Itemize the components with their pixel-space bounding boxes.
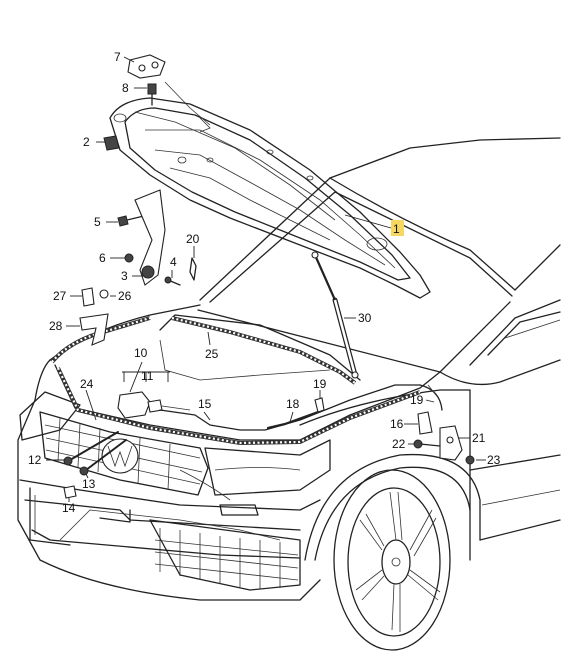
callout-5: 5 <box>94 215 101 229</box>
callout-15: 15 <box>198 397 212 411</box>
hinge-assembly <box>103 54 197 286</box>
callout-21: 21 <box>472 431 486 445</box>
callout-1: 1 <box>393 222 400 236</box>
callout-22: 22 <box>392 437 406 451</box>
callout-26: 26 <box>118 289 132 303</box>
callout-8: 8 <box>122 81 129 95</box>
hood-panel <box>109 81 431 299</box>
callout-28: 28 <box>49 319 63 333</box>
callout-16: 16 <box>390 417 404 431</box>
latch-and-cable <box>63 287 475 499</box>
callout-18: 18 <box>286 397 300 411</box>
callout-19: 19 <box>313 377 327 391</box>
callout-30: 30 <box>358 311 372 325</box>
callout-1-highlight <box>391 220 404 236</box>
callout-12: 12 <box>28 453 42 467</box>
callout-11: 11 <box>141 369 154 383</box>
seal-strips <box>50 316 421 446</box>
callout-10: 10 <box>134 346 148 360</box>
callout-20: 20 <box>186 232 200 246</box>
callout-13: 13 <box>82 477 96 491</box>
car-body <box>17 137 561 651</box>
callout-14: 14 <box>62 501 76 515</box>
callout-7: 7 <box>114 50 121 64</box>
callout-23: 23 <box>487 453 501 467</box>
callout-3: 3 <box>121 269 128 283</box>
callout-4: 4 <box>170 255 177 269</box>
callout-2: 2 <box>83 135 90 149</box>
callout-27: 27 <box>53 289 67 303</box>
callout-25: 25 <box>205 347 219 361</box>
callout-labels: 1 2 3 4 5 6 7 8 10 11 12 13 14 15 16 18 <box>28 50 501 515</box>
gas-strut <box>311 251 359 379</box>
callout-6: 6 <box>99 251 106 265</box>
callout-19-right: 19 <box>410 393 424 407</box>
callout-24: 24 <box>80 377 94 391</box>
